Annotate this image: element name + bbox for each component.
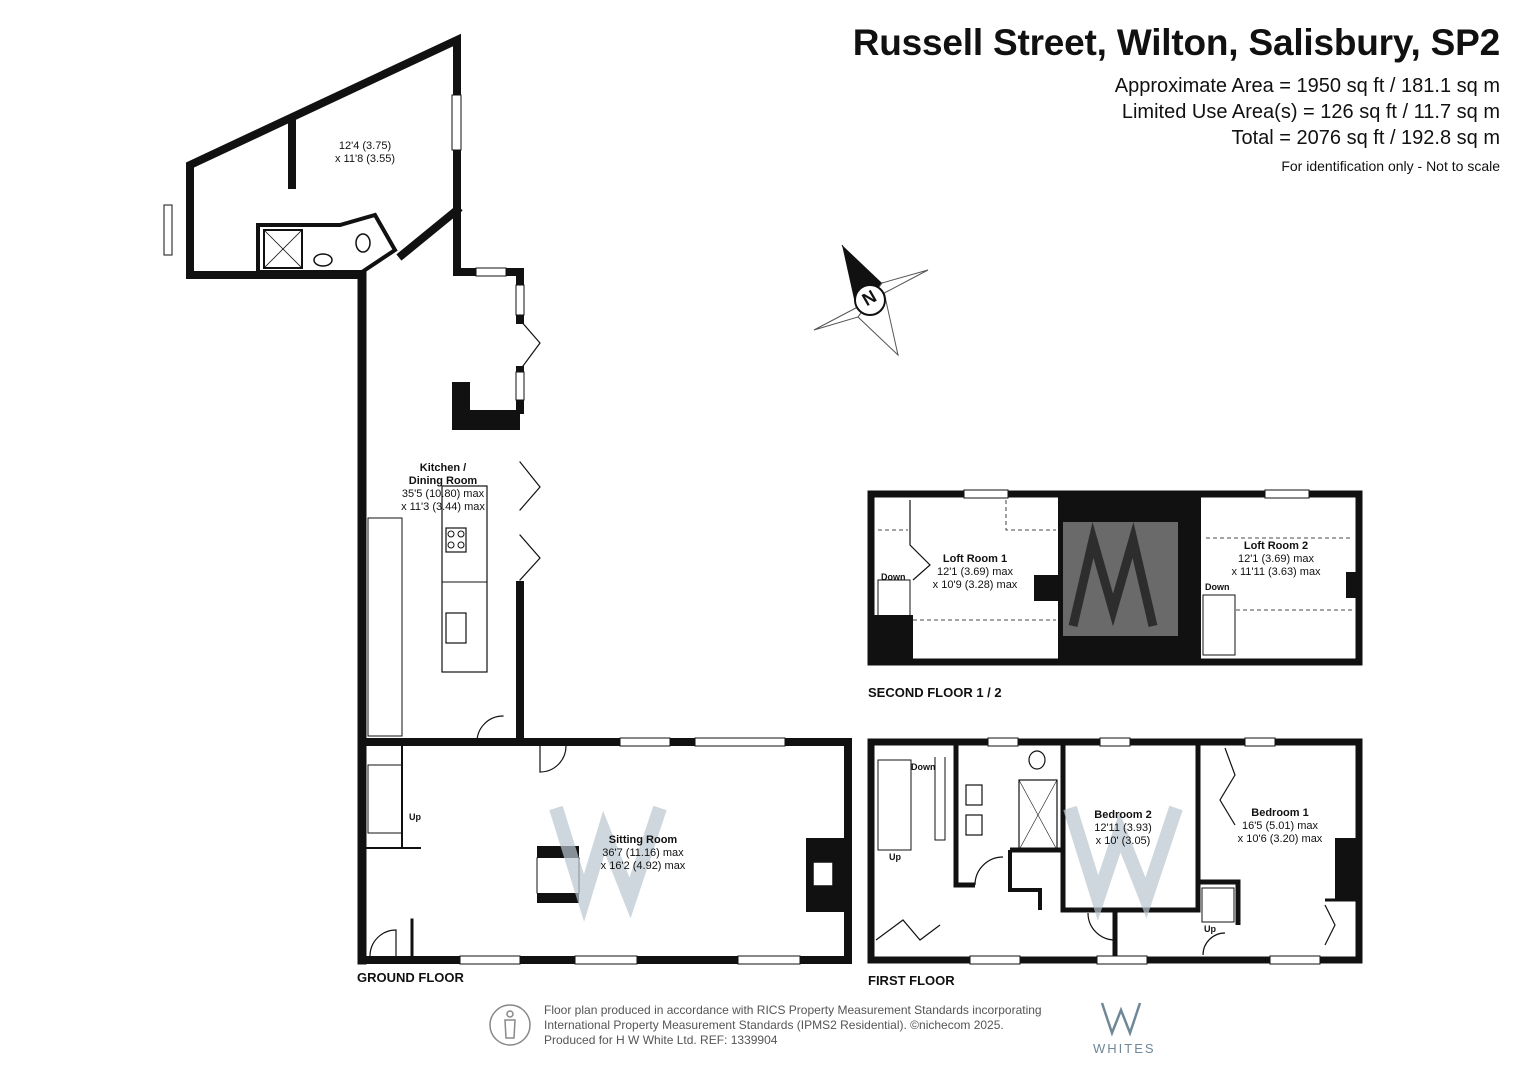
kitchen-label: Kitchen / Dining Room 35'5 (10.80) max x… xyxy=(393,462,493,514)
garden-room-dim1: 12'4 (3.75) xyxy=(338,140,392,152)
first-floor-windows xyxy=(969,737,1321,965)
loft-room-2-dim1: 12'1 (3.69) max xyxy=(1237,553,1315,565)
kitchen-name-2: Dining Room xyxy=(408,475,478,487)
garden-room-dim2: x 11'8 (3.55) xyxy=(335,153,395,165)
loft-room-2-name: Loft Room 2 xyxy=(1243,540,1309,552)
loft-1-stairs-down-label: Down xyxy=(881,572,906,582)
first-stairs-up-label: Up xyxy=(889,852,901,862)
footer-line-3: Produced for H W White Ltd. REF: 1339904 xyxy=(544,1033,778,1047)
bedroom-1-label: Bedroom 1 16'5 (5.01) max x 10'6 (3.20) … xyxy=(1230,807,1330,846)
person-icon xyxy=(489,1004,531,1046)
page-title: Russell Street, Wilton, Salisbury, SP2 xyxy=(852,22,1500,63)
sitting-room-name: Sitting Room xyxy=(608,834,678,846)
identification-note: For identification only - Not to scale xyxy=(1281,158,1500,174)
first-stairs-down-label: Down xyxy=(911,762,936,772)
second-floor-label: SECOND FLOOR 1 / 2 xyxy=(868,685,1002,700)
sitting-room-dim2: x 16'2 (4.92) max xyxy=(600,860,686,872)
loft-room-2-label: Loft Room 2 12'1 (3.69) max x 11'11 (3.6… xyxy=(1220,540,1332,579)
bedroom-2-dim1: 12'11 (3.93) xyxy=(1094,822,1152,834)
footer-line-1: Floor plan produced in accordance with R… xyxy=(544,1003,1042,1017)
limited-use-area: Limited Use Area(s) = 126 sq ft / 11.7 s… xyxy=(1121,101,1500,123)
kitchen-name-1: Kitchen / xyxy=(419,462,467,474)
compass-icon xyxy=(813,244,929,357)
bedroom-2-dim2: x 10' (3.05) xyxy=(1095,835,1151,847)
loft-room-1-label: Loft Room 1 12'1 (3.69) max x 10'9 (3.28… xyxy=(925,553,1025,592)
footer-text: Floor plan produced in accordance with R… xyxy=(544,1003,1042,1048)
ground-stairs-up-label: Up xyxy=(409,812,421,822)
kitchen-dim1: 35'5 (10.80) max xyxy=(401,488,485,500)
bedroom-1-dim1: 16'5 (5.01) max xyxy=(1241,820,1319,832)
second-floor-windows xyxy=(963,489,1310,499)
total-area: Total = 2076 sq ft / 192.8 sq m xyxy=(1231,127,1501,149)
loft-room-1-dim2: x 10'9 (3.28) max xyxy=(932,579,1018,591)
ground-floor-label: GROUND FLOOR xyxy=(357,970,464,985)
whites-logo-icon xyxy=(1100,1002,1142,1037)
loft-room-1-name: Loft Room 1 xyxy=(942,553,1008,565)
first-stairs-up-label-2: Up xyxy=(1204,924,1216,934)
watermark-w-first xyxy=(1063,805,1183,921)
bedroom-1-dim2: x 10'6 (3.20) max xyxy=(1237,833,1323,845)
bedroom-2-label: Bedroom 2 12'11 (3.93) x 10' (3.05) xyxy=(1082,809,1164,848)
loft-room-2-dim2: x 11'11 (3.63) max xyxy=(1231,566,1321,578)
first-floor-label: FIRST FLOOR xyxy=(868,973,955,988)
bedroom-2-name: Bedroom 2 xyxy=(1094,809,1152,821)
loft-room-1-dim1: 12'1 (3.69) max xyxy=(936,566,1014,578)
bedroom-1-name: Bedroom 1 xyxy=(1251,807,1309,819)
garden-room-label: 12'4 (3.75) x 11'8 (3.55) xyxy=(330,140,400,166)
ground-floor-windows xyxy=(163,94,801,965)
ground-floor-plan xyxy=(186,33,852,965)
footer-line-2: International Property Measurement Stand… xyxy=(544,1018,1004,1032)
approximate-area: Approximate Area = 1950 sq ft / 181.1 sq… xyxy=(1114,75,1500,97)
loft-2-stairs-down-label: Down xyxy=(1205,582,1230,592)
sitting-room-label: Sitting Room 36'7 (11.16) max x 16'2 (4.… xyxy=(593,834,693,873)
second-floor-plan xyxy=(867,490,1363,666)
watermark-w-ground xyxy=(549,805,667,922)
brand-name: WHITES xyxy=(1093,1041,1156,1056)
sitting-room-dim1: 36'7 (11.16) max xyxy=(602,847,684,859)
kitchen-dim2: x 11'3 (3.44) max xyxy=(401,501,485,513)
